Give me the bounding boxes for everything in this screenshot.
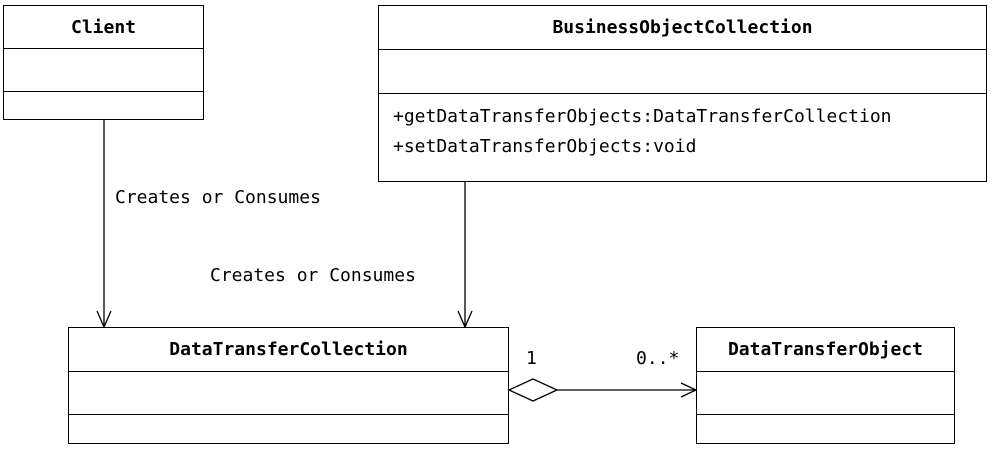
client-class-name: Client <box>4 6 203 49</box>
data-transfer-collection-class-name: DataTransferCollection <box>69 328 508 372</box>
client-class[interactable]: Client <box>3 5 204 120</box>
operation-set-data-transfer-objects: +setDataTransferObjects:void <box>393 136 697 157</box>
client-attributes-section <box>4 49 203 92</box>
data-transfer-object-class[interactable]: DataTransferObject <box>696 327 955 444</box>
data-transfer-collection-operations-section <box>69 415 508 443</box>
client-operations-section <box>4 92 203 118</box>
business-object-collection-attributes-section <box>379 50 986 94</box>
data-transfer-object-class-name: DataTransferObject <box>697 328 954 372</box>
business-object-collection-class-name: BusinessObjectCollection <box>379 6 986 50</box>
business-object-collection-operations-section: +getDataTransferObjects:DataTransferColl… <box>379 94 986 180</box>
aggregation-target-multiplicity: 0..* <box>636 348 680 369</box>
aggregation-diamond <box>507 378 559 402</box>
client-dependency-label: Creates or Consumes <box>115 187 321 208</box>
data-transfer-collection-class[interactable]: DataTransferCollection <box>68 327 509 444</box>
aggregation-source-multiplicity: 1 <box>526 348 537 369</box>
business-dependency-label: Creates or Consumes <box>210 265 416 286</box>
business-object-collection-class[interactable]: BusinessObjectCollection +getDataTransfe… <box>378 5 987 182</box>
data-transfer-collection-attributes-section <box>69 372 508 415</box>
data-transfer-object-attributes-section <box>697 372 954 415</box>
operation-get-data-transfer-objects: +getDataTransferObjects:DataTransferColl… <box>393 106 892 127</box>
data-transfer-object-operations-section <box>697 415 954 443</box>
